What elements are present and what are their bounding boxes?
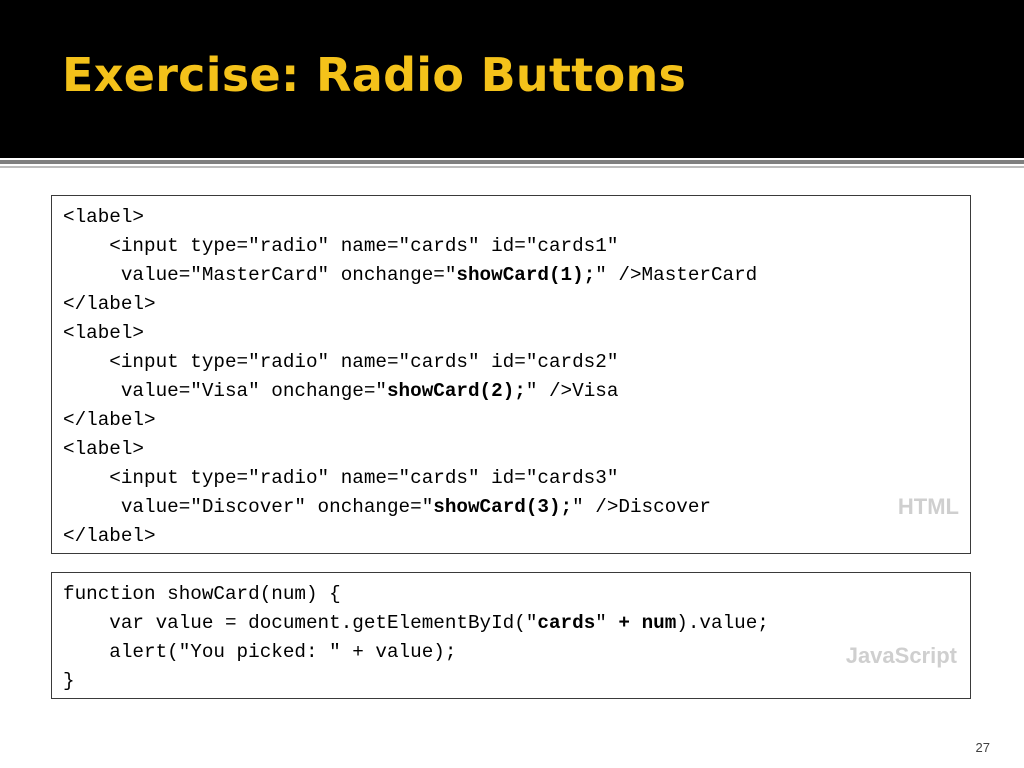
code-token: " />Visa bbox=[525, 380, 619, 402]
slide-title: Exercise: Radio Buttons bbox=[62, 48, 687, 102]
code-token: alert("You picked: " + value); bbox=[63, 641, 457, 663]
javascript-code-box: function showCard(num) { var value = doc… bbox=[51, 572, 971, 699]
code-token: var value = document.getElementById(" bbox=[63, 612, 538, 634]
code-line: </label> bbox=[63, 293, 156, 315]
code-bold-token: showCard(1); bbox=[456, 264, 596, 286]
code-token: </label> bbox=[63, 293, 156, 315]
code-token: } bbox=[63, 670, 75, 692]
html-language-label: HTML bbox=[897, 494, 959, 519]
code-line: value="Visa" onchange="showCard(2);" />V… bbox=[63, 380, 619, 402]
html-code-box: <label> <input type="radio" name="cards"… bbox=[51, 195, 971, 554]
code-token: <label> bbox=[63, 438, 144, 460]
code-line: } bbox=[63, 670, 75, 692]
header-divider bbox=[0, 160, 1024, 164]
code-bold-token: showCard(2); bbox=[386, 380, 526, 402]
slide-header: Exercise: Radio Buttons bbox=[0, 0, 1024, 158]
code-token: " bbox=[595, 612, 619, 634]
code-token: value="Discover" onchange=" bbox=[63, 496, 434, 518]
code-line: <input type="radio" name="cards" id="car… bbox=[63, 467, 618, 489]
code-line: function showCard(num) { bbox=[63, 583, 341, 605]
code-token: value="MasterCard" onchange=" bbox=[63, 264, 457, 286]
code-token: value="Visa" onchange=" bbox=[63, 380, 387, 402]
code-line: </label> bbox=[63, 525, 156, 547]
code-token: " />Discover bbox=[572, 496, 711, 518]
code-token: <label> bbox=[63, 206, 144, 228]
header-divider-thin bbox=[0, 166, 1024, 168]
code-token: <input type="radio" name="cards" id="car… bbox=[63, 235, 619, 257]
code-line: <label> bbox=[63, 206, 144, 228]
code-bold-token: showCard(3); bbox=[433, 496, 573, 518]
code-line: value="MasterCard" onchange="showCard(1)… bbox=[63, 264, 757, 286]
code-line: alert("You picked: " + value); bbox=[63, 641, 456, 663]
code-token: ).value; bbox=[676, 612, 769, 634]
code-line: <input type="radio" name="cards" id="car… bbox=[63, 351, 618, 373]
code-token: <input type="radio" name="cards" id="car… bbox=[63, 467, 619, 489]
code-line: <label> bbox=[63, 322, 144, 344]
code-bold-token: + num bbox=[618, 612, 677, 634]
code-line: </label> bbox=[63, 409, 156, 431]
javascript-code-block: function showCard(num) { var value = doc… bbox=[63, 580, 769, 696]
code-bold-token: cards bbox=[537, 612, 596, 634]
code-token: </label> bbox=[63, 409, 156, 431]
code-token: function showCard(num) { bbox=[63, 583, 341, 605]
code-token: <input type="radio" name="cards" id="car… bbox=[63, 351, 619, 373]
code-line: <input type="radio" name="cards" id="car… bbox=[63, 235, 618, 257]
code-token: </label> bbox=[63, 525, 156, 547]
page-number: 27 bbox=[975, 740, 990, 755]
code-line: value="Discover" onchange="showCard(3);"… bbox=[63, 496, 711, 518]
code-token: <label> bbox=[63, 322, 144, 344]
javascript-language-label: JavaScript bbox=[845, 643, 957, 668]
code-line: <label> bbox=[63, 438, 144, 460]
code-token: " />MasterCard bbox=[595, 264, 758, 286]
html-code-block: <label> <input type="radio" name="cards"… bbox=[63, 203, 757, 551]
code-line: var value = document.getElementById("car… bbox=[63, 612, 769, 634]
